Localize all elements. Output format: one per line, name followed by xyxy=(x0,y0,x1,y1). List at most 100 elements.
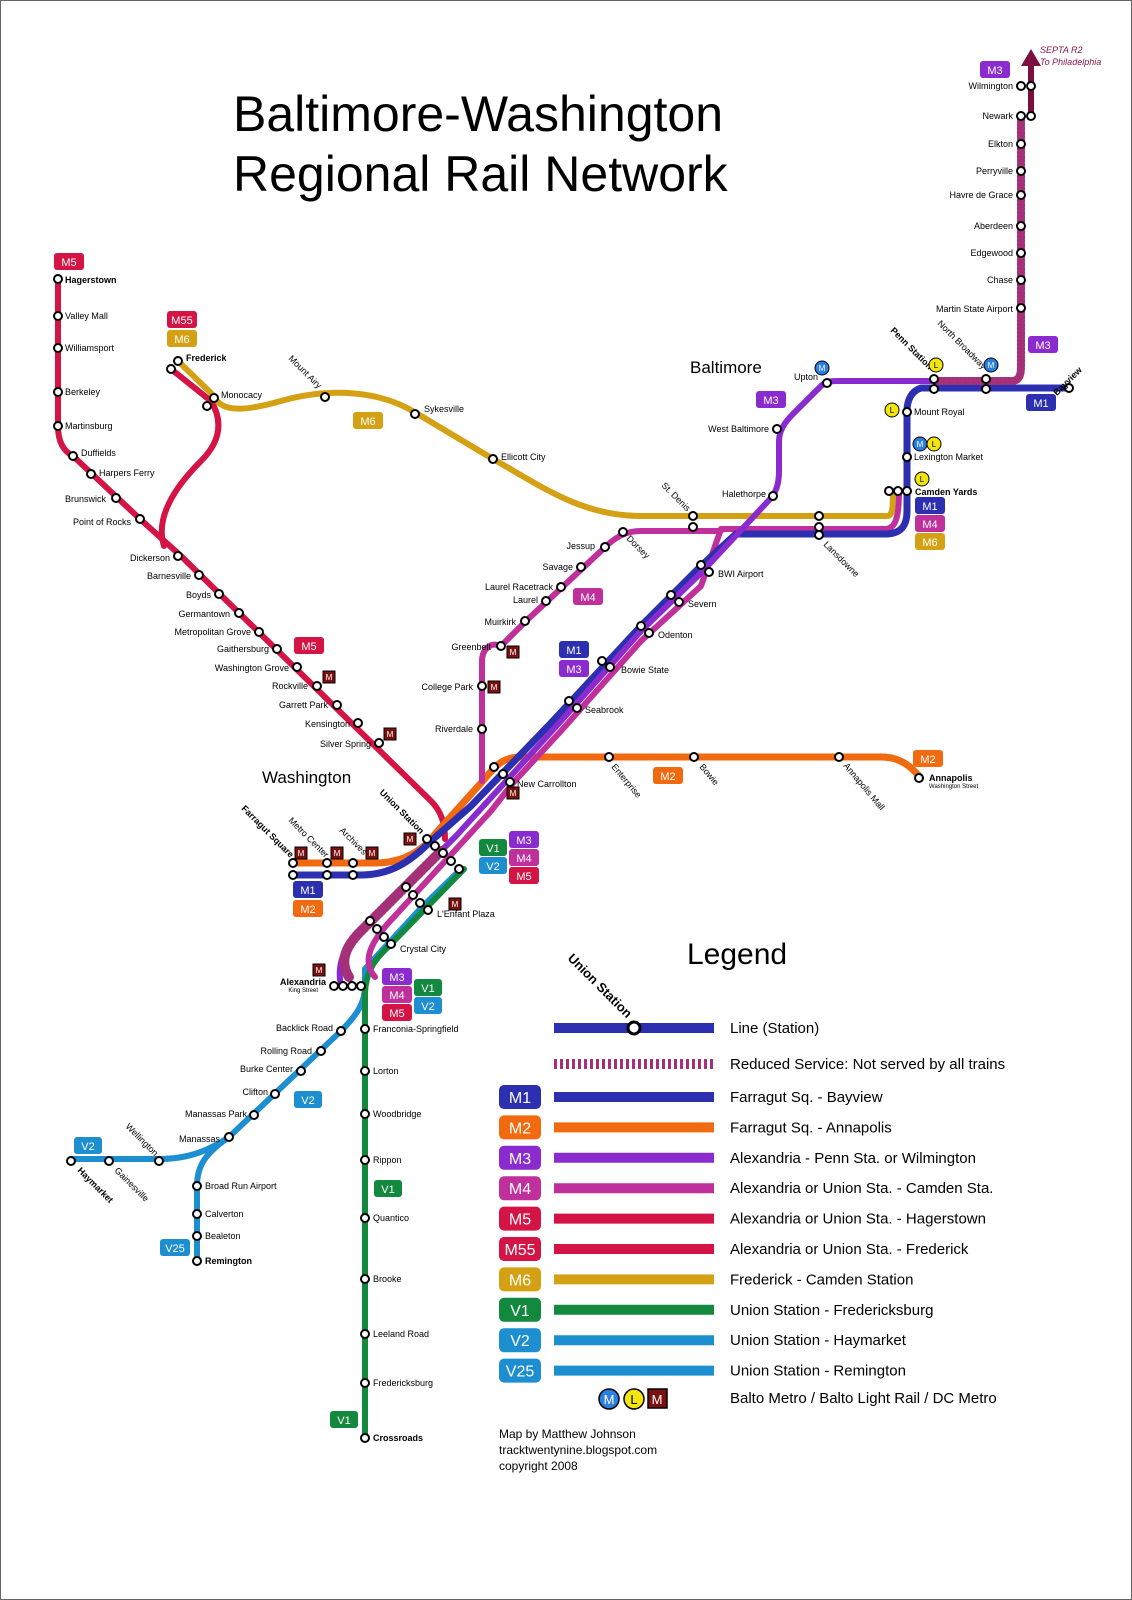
station-dot-severn-2[interactable] xyxy=(674,597,684,607)
station-dot-lansdowne-3[interactable] xyxy=(814,530,824,540)
badge-v1-rippon[interactable] xyxy=(374,1180,402,1197)
station-dot-frederick-1[interactable] xyxy=(166,364,176,374)
station-dot-crystal-2[interactable] xyxy=(372,924,382,934)
station-dot-union-3[interactable] xyxy=(438,848,448,858)
station-dot-lorton[interactable] xyxy=(360,1066,370,1076)
station-dot-newark-2[interactable] xyxy=(1026,111,1036,121)
station-dot-lenfant-1[interactable] xyxy=(401,882,411,892)
station-dot-archives-2[interactable] xyxy=(348,870,358,880)
station-dot-metropolitan-grove[interactable] xyxy=(254,627,264,637)
badge-m2-bowie[interactable] xyxy=(653,767,683,784)
station-dot-dickerson[interactable] xyxy=(173,551,183,561)
station-dot-hagerstown[interactable] xyxy=(53,274,63,284)
badge-m3-bowie[interactable] xyxy=(559,660,589,677)
station-dot-kensington[interactable] xyxy=(353,718,363,728)
station-dot-manassas[interactable] xyxy=(224,1132,234,1142)
station-dot-savage[interactable] xyxy=(576,562,586,572)
station-dot-enterprise[interactable] xyxy=(604,752,614,762)
station-dot-martinsburg[interactable] xyxy=(53,421,63,431)
badge-m5-gaithersburg[interactable] xyxy=(294,637,324,654)
station-dot-dorsey[interactable] xyxy=(618,527,628,537)
station-dot-edgewood[interactable] xyxy=(1016,248,1026,258)
station-dot-mount-airy[interactable] xyxy=(320,392,330,402)
station-dot-wilmington-1[interactable] xyxy=(1016,81,1026,91)
station-dot-valley-mall[interactable] xyxy=(53,311,63,321)
station-dot-calverton[interactable] xyxy=(192,1209,202,1219)
station-dot-havre-de-grace[interactable] xyxy=(1016,190,1026,200)
station-dot-monocacy-1[interactable] xyxy=(202,401,212,411)
badge-m1-farragut[interactable] xyxy=(293,881,323,898)
badge-m4-camden[interactable] xyxy=(915,515,945,532)
station-dot-archives-1[interactable] xyxy=(348,858,358,868)
station-dot-lenfant-3[interactable] xyxy=(415,898,425,908)
station-dot-west-baltimore[interactable] xyxy=(772,424,782,434)
badge-m2-annapolis[interactable] xyxy=(913,750,943,767)
station-dot-annapolis-mall[interactable] xyxy=(834,752,844,762)
badge-m6-camden[interactable] xyxy=(915,533,945,550)
station-dot-new-carrollton-1[interactable] xyxy=(489,762,499,772)
station-dot-camden-1[interactable] xyxy=(884,486,894,496)
station-dot-manassas-park[interactable] xyxy=(249,1110,259,1120)
station-dot-monocacy-2[interactable] xyxy=(209,393,219,403)
station-dot-burke[interactable] xyxy=(296,1066,306,1076)
badge-v2-union[interactable] xyxy=(479,857,507,874)
station-dot-rolling-road[interactable] xyxy=(316,1046,326,1056)
station-dot-north-broadway-2[interactable] xyxy=(981,384,991,394)
station-dot-brunswick[interactable] xyxy=(111,493,121,503)
station-dot-odenton-2[interactable] xyxy=(644,628,654,638)
station-dot-alexandria-2[interactable] xyxy=(338,981,348,991)
station-dot-wellington[interactable] xyxy=(154,1156,164,1166)
station-dot-sykesville[interactable] xyxy=(410,409,420,419)
station-dot-halethorpe[interactable] xyxy=(768,491,778,501)
station-dot-odenton-1[interactable] xyxy=(636,621,646,631)
station-dot-seabrook-1[interactable] xyxy=(564,696,574,706)
badge-m4-alexandria[interactable] xyxy=(382,986,412,1003)
station-dot-bowie[interactable] xyxy=(689,752,699,762)
station-dot-berkeley[interactable] xyxy=(53,387,63,397)
station-dot-union-5[interactable] xyxy=(454,864,464,874)
station-dot-duffields[interactable] xyxy=(68,451,78,461)
station-dot-remington[interactable] xyxy=(192,1256,202,1266)
station-dot-new-carrollton-3[interactable] xyxy=(505,777,515,787)
badge-m6-frederick[interactable] xyxy=(167,330,197,347)
badge-v2-alexandria[interactable] xyxy=(414,997,442,1014)
station-dot-union-2[interactable] xyxy=(430,841,440,851)
station-dot-silver-spring[interactable] xyxy=(374,738,384,748)
badge-m1-bowie[interactable] xyxy=(559,641,589,658)
station-dot-farragut-1[interactable] xyxy=(288,858,298,868)
badge-m2-farragut[interactable] xyxy=(293,900,323,917)
station-dot-franconia[interactable] xyxy=(360,1024,370,1034)
station-dot-bayview[interactable] xyxy=(1064,383,1074,393)
station-dot-woodbridge[interactable] xyxy=(360,1109,370,1119)
station-dot-broad-run[interactable] xyxy=(192,1181,202,1191)
station-dot-new-carrollton-2[interactable] xyxy=(498,769,508,779)
badge-m4-union[interactable] xyxy=(509,849,539,866)
station-dot-st-denis-1[interactable] xyxy=(688,511,698,521)
station-dot-quantico[interactable] xyxy=(360,1213,370,1223)
station-dot-st-denis-2[interactable] xyxy=(688,522,698,532)
station-dot-boyds[interactable] xyxy=(214,589,224,599)
station-dot-brooke[interactable] xyxy=(360,1274,370,1284)
station-dot-backlick[interactable] xyxy=(336,1026,346,1036)
badge-v1-crossroads[interactable] xyxy=(330,1411,358,1428)
station-dot-barnesville[interactable] xyxy=(194,570,204,580)
station-dot-ellicott-city[interactable] xyxy=(488,454,498,464)
station-dot-camden-3[interactable] xyxy=(902,486,912,496)
station-dot-newark-1[interactable] xyxy=(1016,111,1026,121)
badge-m3-west-baltimore[interactable] xyxy=(756,391,786,408)
station-dot-mount-royal[interactable] xyxy=(902,407,912,417)
badge-v1-union[interactable] xyxy=(479,839,507,856)
station-dot-muirkirk[interactable] xyxy=(520,616,530,626)
station-dot-bowie-state-1[interactable] xyxy=(597,656,607,666)
badge-m4-laurel[interactable] xyxy=(573,588,603,605)
station-dot-annapolis[interactable] xyxy=(914,773,924,783)
badge-v1-alexandria[interactable] xyxy=(414,979,442,996)
station-dot-garrett-park[interactable] xyxy=(332,700,342,710)
station-dot-lansdowne-2[interactable] xyxy=(814,522,824,532)
station-dot-farragut-2[interactable] xyxy=(288,870,298,880)
station-dot-metro-center-1[interactable] xyxy=(322,858,332,868)
station-dot-wilmington-2[interactable] xyxy=(1026,81,1036,91)
station-dot-alexandria-3[interactable] xyxy=(347,981,357,991)
station-dot-penn-2[interactable] xyxy=(929,384,939,394)
station-dot-haymarket[interactable] xyxy=(66,1156,76,1166)
